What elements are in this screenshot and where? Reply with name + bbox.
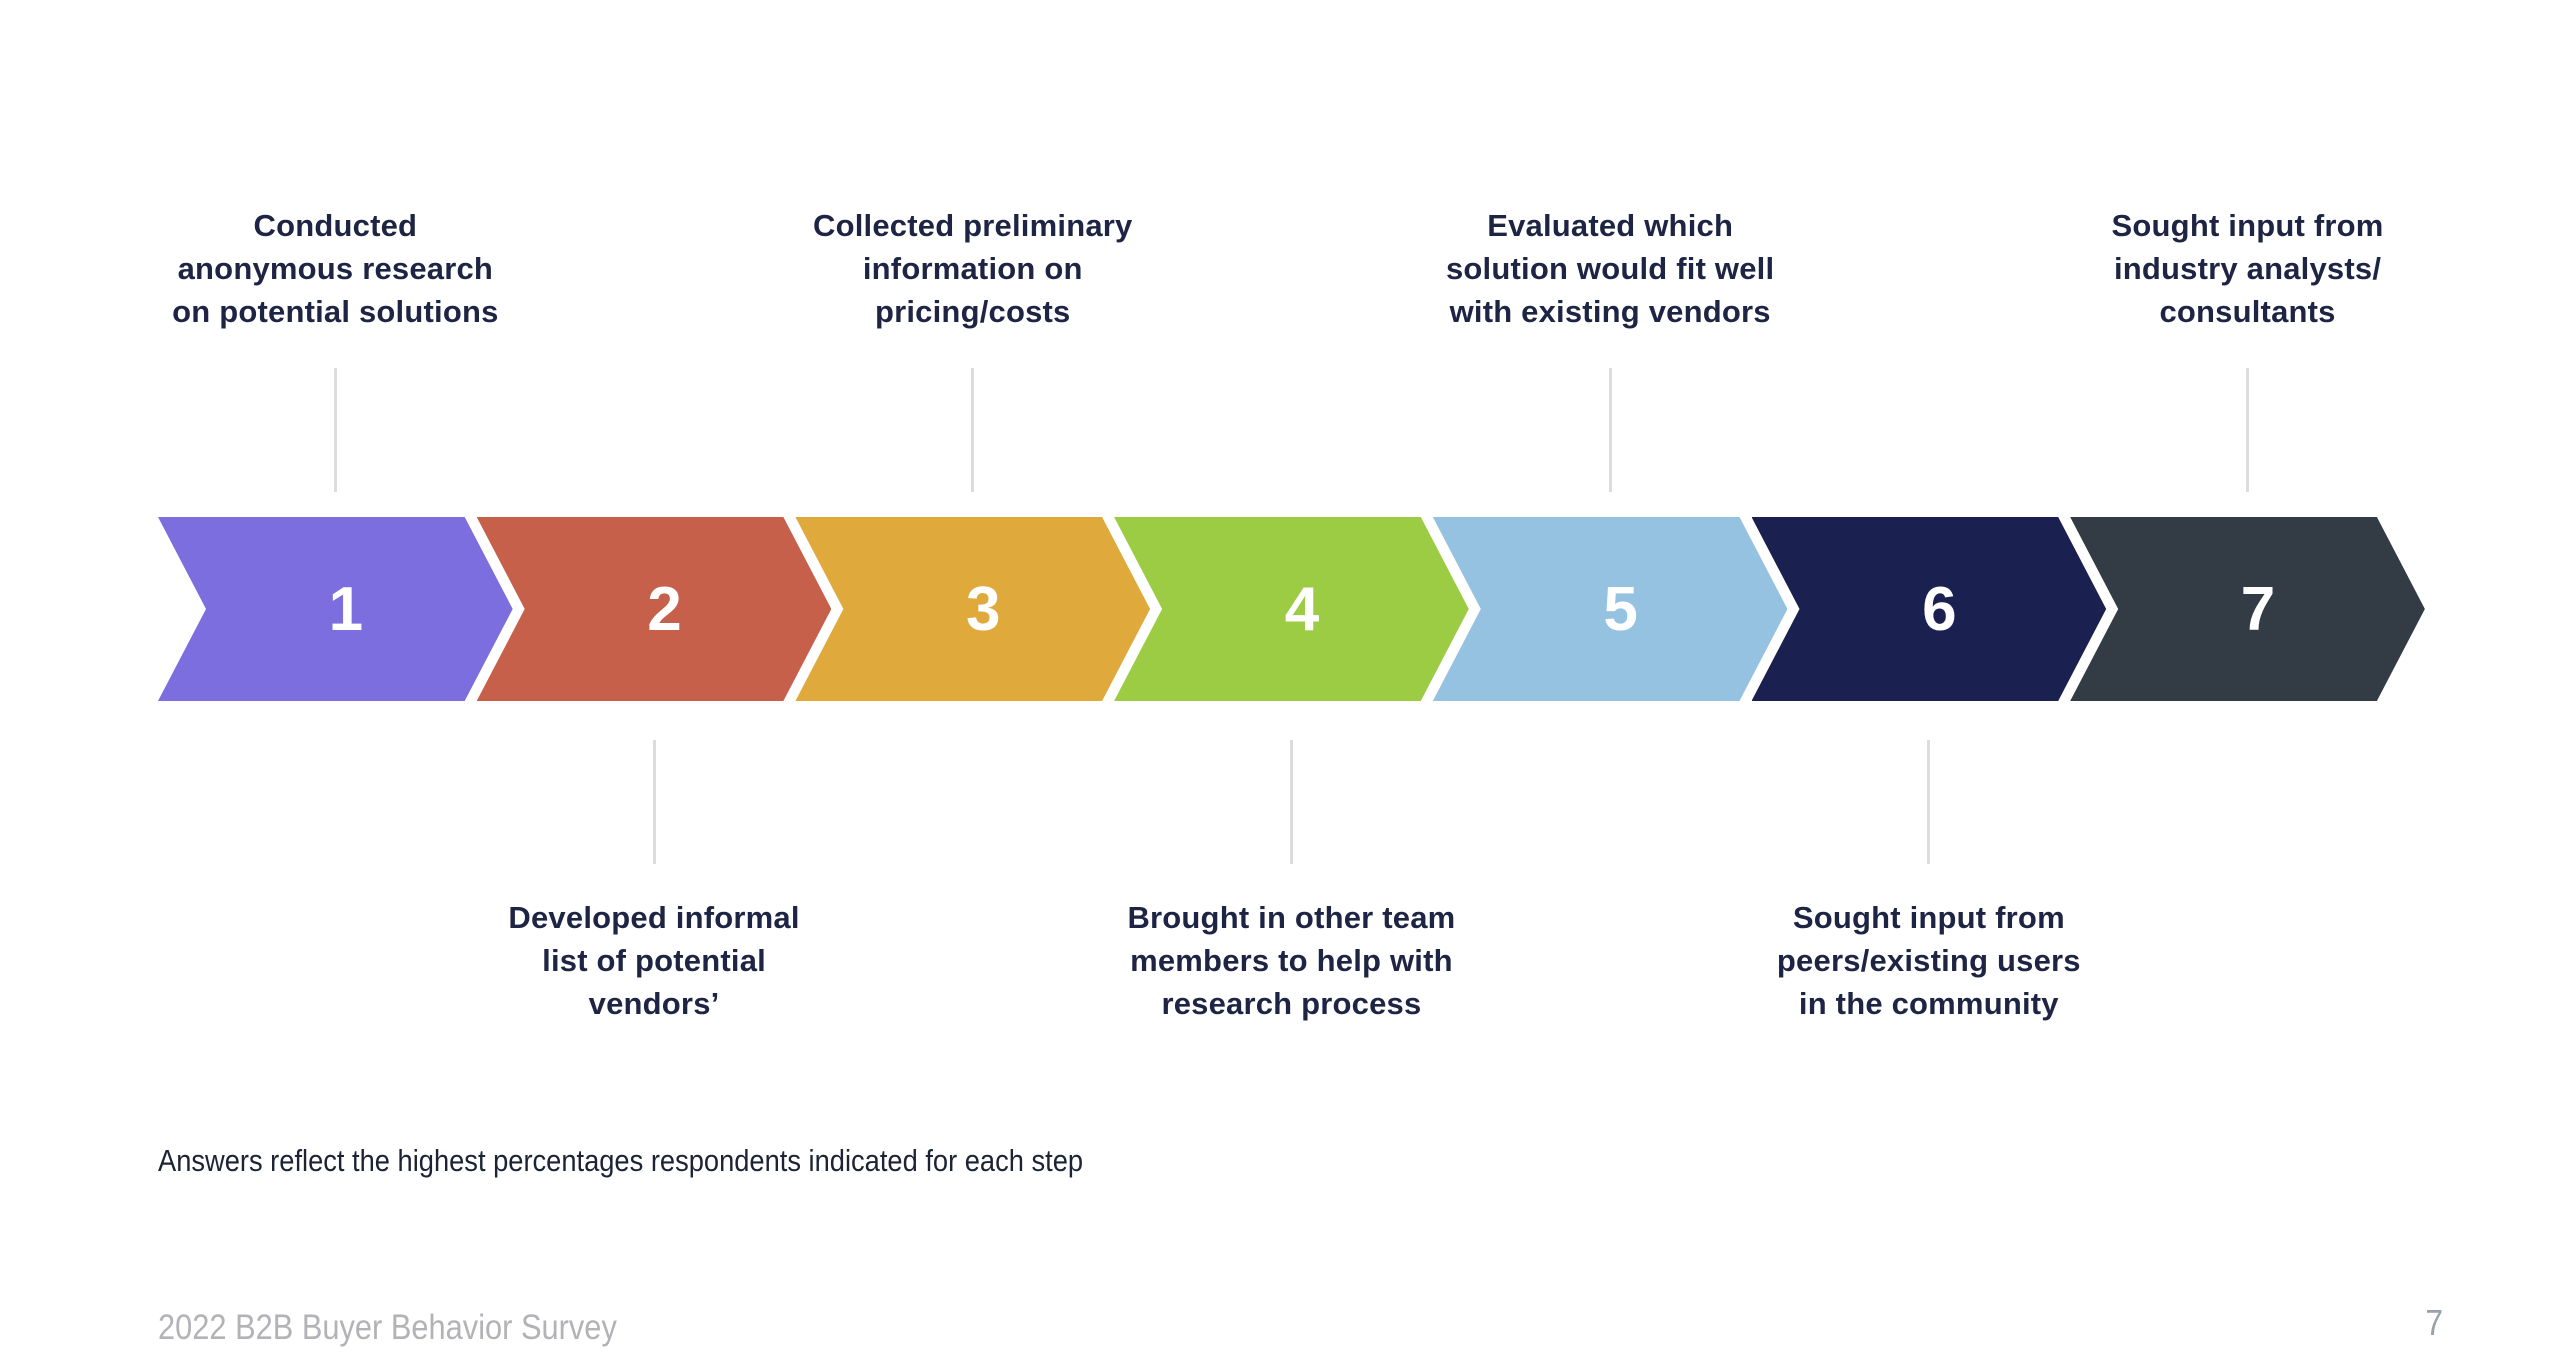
chevron-step-7: 7 [2070, 517, 2425, 701]
connector-line-step-6 [1927, 740, 1931, 864]
step-label-line: peers/existing users [1776, 943, 2081, 978]
step-number: 3 [965, 574, 1002, 644]
step-label-line: vendors’ [588, 986, 720, 1021]
step-label-line: solution would fit well [1445, 251, 1775, 286]
note-text: Answers reflect the highest percentages … [158, 1143, 1209, 1179]
step-label-line: Conducted [253, 208, 418, 243]
step-number: 5 [1603, 574, 1639, 644]
connector-line-step-5 [1608, 368, 1612, 492]
step-label-line: industry analysts/ [2113, 251, 2382, 286]
note-text-inner: Answers reflect the highest percentages … [158, 1143, 1084, 1178]
step-label-line: Sought input from [1792, 900, 2065, 935]
step-label-1: Conducted anonymous research on potential … [75, 204, 595, 333]
step-number: 4 [1284, 574, 1321, 644]
connector-line-step-4 [1289, 740, 1293, 864]
step-label-line: Developed informal [508, 900, 800, 935]
step-label-line: Evaluated which [1487, 208, 1734, 243]
step-label-4: Brought in other team members to help wit… [1031, 896, 1551, 1025]
step-label-line: members to help with [1130, 943, 1453, 978]
step-label-line: list of potential [542, 943, 766, 978]
step-label-7: Sought input from industry analysts/consu… [1988, 204, 2508, 333]
step-label-3: Collected preliminary information on prici… [713, 204, 1233, 333]
chevron-step-1: 1 [158, 517, 513, 701]
step-number: 1 [328, 574, 365, 644]
step-label-5: Evaluated which solution would fit well wi… [1350, 204, 1870, 333]
step-label-line: in the community [1798, 986, 2059, 1021]
step-number: 2 [647, 574, 683, 644]
step-label-6: Sought input from peers/existing users in … [1669, 896, 2189, 1025]
chevron-step-2: 2 [477, 517, 832, 701]
step-label-line: pricing/costs [874, 294, 1071, 329]
step-label-line: consultants [2159, 294, 2336, 329]
step-label-line: Brought in other team [1127, 900, 1456, 935]
connector-line-step-1 [333, 368, 337, 492]
step-label-line: research process [1161, 986, 1422, 1021]
step-label-line: Sought input from [2111, 208, 2384, 243]
page-number: 7 [2423, 1302, 2443, 1344]
chevron-step-5: 5 [1433, 517, 1788, 701]
connector-line-step-3 [971, 368, 975, 492]
page-number-inner: 7 [2425, 1302, 2443, 1343]
connector-line-step-7 [2246, 368, 2250, 492]
step-label-line: Collected preliminary [813, 208, 1133, 243]
footer-source-inner: 2022 B2B Buyer Behavior Survey [158, 1308, 617, 1347]
footer-source: 2022 B2B Buyer Behavior Survey [158, 1308, 679, 1348]
step-label-2: Developed informal list of potential vendo… [394, 896, 914, 1025]
step-label-line: information on [862, 251, 1083, 286]
chevron-step-3: 3 [795, 517, 1150, 701]
step-label-line: on potential solutions [172, 294, 499, 329]
step-number: 7 [2240, 574, 2277, 644]
chevron-step-6: 6 [1752, 517, 2107, 701]
chevron-step-4: 4 [1114, 517, 1469, 701]
connector-line-step-2 [652, 740, 656, 864]
step-number: 6 [1922, 574, 1958, 644]
step-label-line: anonymous research [177, 251, 494, 286]
step-label-line: with existing vendors [1449, 294, 1771, 329]
